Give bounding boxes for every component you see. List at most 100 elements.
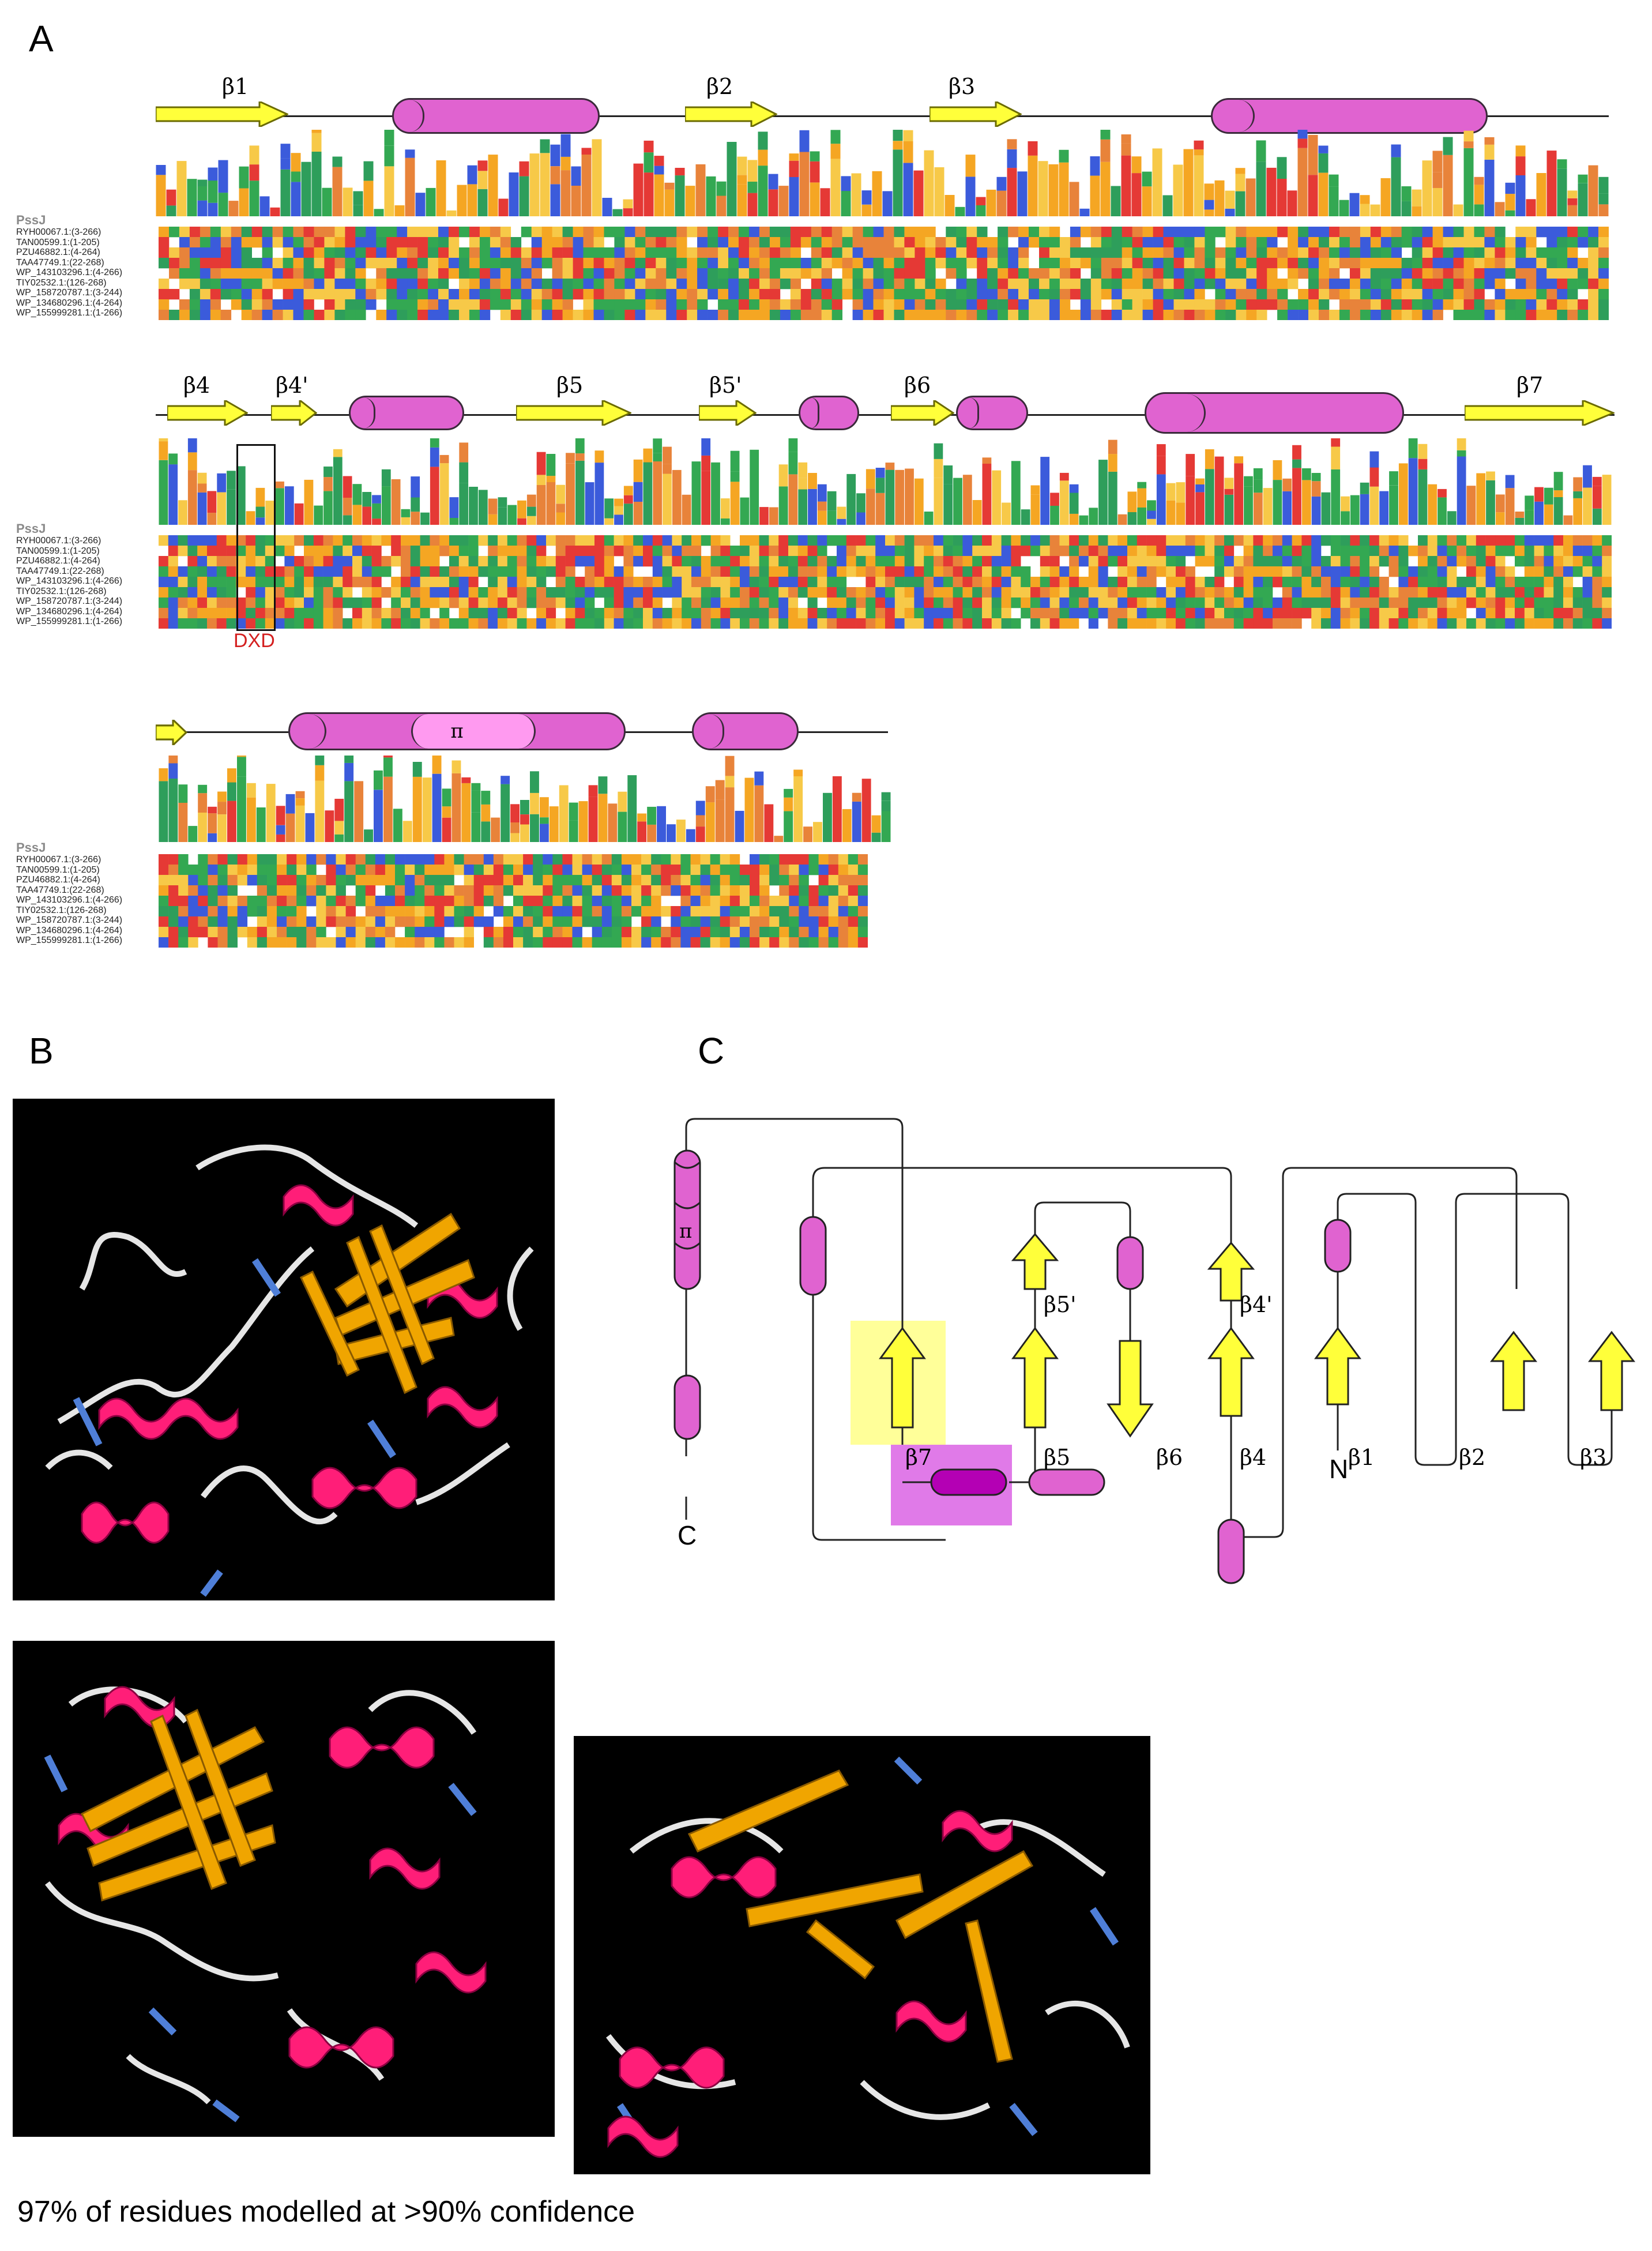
helix-d <box>1217 1519 1245 1584</box>
helix-a <box>799 1216 827 1296</box>
strand-b7-arrow <box>1465 400 1615 426</box>
helix-row2-3 <box>956 396 1028 430</box>
topo-b5p <box>1011 1232 1059 1290</box>
c-terminus-label: C <box>678 1520 697 1550</box>
row1-backbone <box>156 115 1609 117</box>
helix-row2-4 <box>1145 392 1404 434</box>
row3-strand-arrow <box>156 720 187 745</box>
dxd-motif-label: DXD <box>234 630 275 652</box>
seq-name: TAA47749.1:(22-268) <box>16 566 104 576</box>
strand-b4-label: β4 <box>183 373 210 398</box>
panel-a-label: A <box>29 18 54 59</box>
strand-b4p-label: β4' <box>276 373 308 398</box>
topo-b2-label: β2 <box>1459 1445 1486 1470</box>
seq-name: WP_158720787.1:(3-244) <box>16 915 123 925</box>
helix-row3-2 <box>692 712 799 750</box>
seq-name: RYH00067.1:(3-266) <box>16 855 101 865</box>
helix-pi: π <box>288 712 626 750</box>
seq-name: RYH00067.1:(3-266) <box>16 227 101 237</box>
seq-name: TAN00599.1:(1-205) <box>16 237 100 247</box>
strand-b2-arrow <box>685 102 777 127</box>
row2-backbone <box>156 414 1615 416</box>
seq-name: RYH00067.1:(3-266) <box>16 536 101 546</box>
seq-name: TAA47749.1:(22-268) <box>16 257 104 268</box>
seq-name: WP_155999281.1:(1-266) <box>16 935 123 945</box>
helix-row1-2 <box>1211 98 1488 134</box>
seq-name: PssJ <box>16 521 46 536</box>
seq-name: PZU46882.1:(4-264) <box>16 556 100 566</box>
topo-b6-label: β6 <box>1156 1445 1183 1470</box>
seq-name: TIY02532.1:(126-268) <box>16 586 107 596</box>
sequence-names-row3: PssJ RYH00067.1:(3-266) TAN00599.1:(1-20… <box>16 841 155 946</box>
pi-label: π <box>450 720 464 743</box>
topo-b6 <box>1107 1340 1154 1438</box>
helix-f <box>1028 1468 1105 1496</box>
helix-b <box>1116 1236 1144 1290</box>
topo-b4p <box>1207 1241 1255 1302</box>
topo-b5 <box>1011 1326 1059 1429</box>
topo-b4 <box>1207 1326 1255 1417</box>
structure-model-view-3 <box>574 1736 1150 2174</box>
strand-b5-label: β5 <box>556 373 584 398</box>
structure-model-view-1 <box>13 1099 555 1600</box>
topo-b5-label: β5 <box>1044 1445 1071 1470</box>
seq-name: TAA47749.1:(22-268) <box>16 885 104 895</box>
seq-name: WP_158720787.1:(3-244) <box>16 596 123 606</box>
pi-helix-segment <box>411 714 536 749</box>
seq-name: TAN00599.1:(1-205) <box>16 865 100 875</box>
topo-b3 <box>1587 1331 1636 1411</box>
pi-helix-cylinder <box>673 1149 701 1290</box>
alignment-row3 <box>159 854 868 948</box>
seq-name: WP_143103296.1:(4-266) <box>16 576 123 586</box>
confidence-caption: 97% of residues modelled at >90% confide… <box>17 2195 635 2229</box>
topo-b1-label: β1 <box>1348 1445 1375 1470</box>
dxd-motif-box <box>236 444 276 631</box>
topo-b5p-label: β5' <box>1044 1292 1077 1317</box>
seq-name: PssJ <box>16 840 46 855</box>
seq-name: WP_143103296.1:(4-266) <box>16 268 123 277</box>
seq-name: TIY02532.1:(126-268) <box>16 905 107 915</box>
n-terminus-label: N <box>1329 1454 1349 1484</box>
strand-b3-arrow <box>930 102 1022 127</box>
topo-b7-label: β7 <box>905 1445 932 1470</box>
helix-row1-1 <box>392 98 600 134</box>
structure-model-view-2 <box>13 1641 555 2137</box>
topo-b7 <box>879 1326 926 1429</box>
panel-b-label: B <box>29 1030 54 1072</box>
strand-b4p-arrow <box>271 400 317 426</box>
strand-b1-arrow <box>156 102 288 127</box>
alignment-row1 <box>159 227 1609 320</box>
topo-b2 <box>1489 1331 1538 1411</box>
strand-b6-label: β6 <box>904 373 931 398</box>
strand-b4-arrow <box>167 400 248 426</box>
topo-b1 <box>1314 1326 1361 1406</box>
alignment-row2 <box>159 535 1612 629</box>
strand-b5-arrow <box>516 400 631 426</box>
strand-b5p-label: β5' <box>709 373 742 398</box>
sequence-logo-row3 <box>159 756 891 842</box>
helix-e <box>930 1468 1007 1496</box>
strand-b5p-arrow <box>699 400 757 426</box>
sequence-logo-row1 <box>156 130 1609 216</box>
seq-name: WP_158720787.1:(3-244) <box>16 288 123 298</box>
strand-b3-label: β3 <box>949 74 976 99</box>
topo-b4-label: β4 <box>1240 1445 1267 1470</box>
topo-b3-label: β3 <box>1580 1445 1607 1470</box>
seq-name: WP_134680296.1:(4-264) <box>16 606 123 617</box>
seq-name: WP_155999281.1:(1-266) <box>16 308 123 318</box>
seq-name: PZU46882.1:(4-264) <box>16 875 100 885</box>
panel-c-label: C <box>698 1030 725 1072</box>
seq-name: TAN00599.1:(1-205) <box>16 546 100 556</box>
seq-name: PssJ <box>16 213 46 227</box>
c-term-helix <box>673 1374 701 1440</box>
helix-row2-2 <box>799 396 859 430</box>
strand-b1-label: β1 <box>222 74 249 99</box>
topo-b4p-label: β4' <box>1240 1292 1273 1317</box>
sequence-logo-row2 <box>159 438 1612 525</box>
seq-name: WP_134680296.1:(4-264) <box>16 925 123 935</box>
sequence-names-row1: PssJ RYH00067.1:(3-266) TAN00599.1:(1-20… <box>16 213 155 318</box>
seq-name: WP_134680296.1:(4-264) <box>16 298 123 308</box>
strand-b7-label: β7 <box>1516 373 1544 398</box>
strand-b6-arrow <box>891 400 954 426</box>
helix-row2-1 <box>349 396 464 430</box>
